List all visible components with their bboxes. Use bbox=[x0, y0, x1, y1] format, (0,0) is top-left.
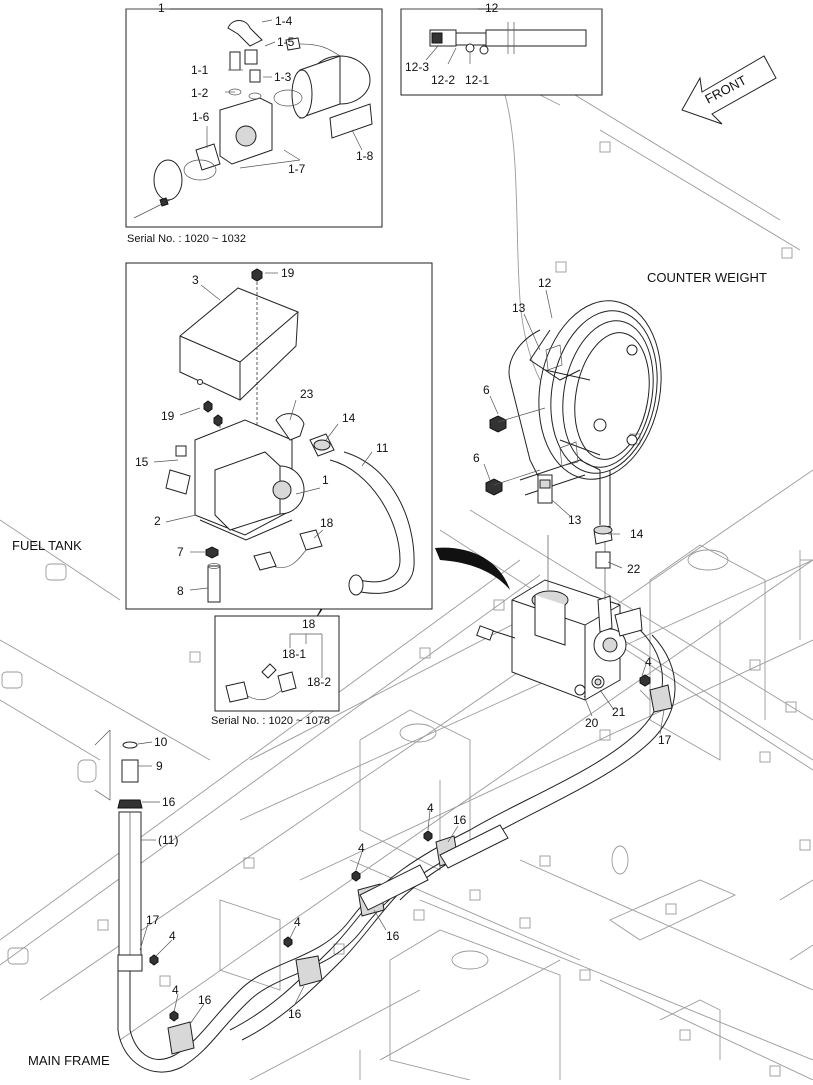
inset-12-label-12-3: 12-3 bbox=[405, 60, 429, 74]
pump-label-18: 18 bbox=[320, 516, 334, 530]
inset-1-label-1-8: 1-8 bbox=[356, 149, 374, 163]
main-label-4-c: 4 bbox=[294, 915, 301, 929]
main-label-11-ref: (11) bbox=[158, 833, 178, 847]
main-label-14: 14 bbox=[630, 527, 644, 541]
main-label-4-b: 4 bbox=[358, 841, 365, 855]
main-label-20: 20 bbox=[585, 716, 599, 730]
main-label-6-lower: 6 bbox=[473, 451, 480, 465]
inset-18-title: 18 bbox=[302, 617, 316, 631]
background-structure bbox=[0, 84, 813, 1081]
main-label-16-b: 16 bbox=[386, 929, 400, 943]
inset-1-label-1-5: 1-5 bbox=[277, 35, 295, 49]
pump-label-15: 15 bbox=[135, 455, 149, 469]
pump-label-23: 23 bbox=[300, 387, 314, 401]
pump-label-1: 1 bbox=[322, 473, 329, 487]
inset-1-label-1-3: 1-3 bbox=[274, 70, 292, 84]
pump-label-2: 2 bbox=[154, 514, 161, 528]
inset-1-title: 1 bbox=[158, 1, 165, 15]
main-label-13-upper: 13 bbox=[512, 301, 526, 315]
inset-1-serial: Serial No. : 1020 ~ 1032 bbox=[127, 233, 246, 245]
bolt-6-lower bbox=[485, 469, 541, 496]
front-label: FRONT bbox=[702, 72, 749, 106]
inset-12-label-12-1: 12-1 bbox=[465, 73, 489, 87]
main-label-16-a: 16 bbox=[453, 813, 467, 827]
pump-label-14: 14 bbox=[342, 411, 356, 425]
main-label-16-c: 16 bbox=[198, 993, 212, 1007]
fitting-22 bbox=[595, 551, 611, 569]
inset-1-label-1-4: 1-4 bbox=[275, 14, 293, 28]
main-view-callouts: 12 13 6 6 13 14 22 4 20 21 17 10 9 16 (1… bbox=[137, 276, 672, 1025]
pump-label-19-top: 19 bbox=[281, 266, 295, 280]
inset-1-label-1-2: 1-2 bbox=[191, 86, 209, 100]
fuel-pump-assembly bbox=[476, 535, 651, 701]
inset-12-label-12-2: 12-2 bbox=[431, 73, 455, 87]
main-label-21: 21 bbox=[612, 705, 626, 719]
main-label-4-e: 4 bbox=[172, 983, 179, 997]
main-frame-caption: MAIN FRAME bbox=[28, 1053, 110, 1068]
fitting-14 bbox=[593, 525, 613, 545]
main-label-9: 9 bbox=[156, 759, 163, 773]
main-label-16-top: 16 bbox=[162, 795, 176, 809]
main-label-10: 10 bbox=[154, 735, 168, 749]
inset-1-label-1-6: 1-6 bbox=[192, 110, 210, 124]
main-label-12: 12 bbox=[538, 276, 552, 290]
bolt-6-upper bbox=[489, 407, 546, 433]
main-label-17-left: 17 bbox=[146, 913, 160, 927]
inset-1-box: 1 1-4 1-5 1-1 bbox=[125, 1, 383, 245]
pump-label-19-left: 19 bbox=[161, 409, 175, 423]
inset-12-box: 12 12-3 12-2 12-1 bbox=[400, 1, 603, 96]
inset-1-label-1-7: 1-7 bbox=[288, 162, 306, 176]
main-label-17-right: 17 bbox=[658, 733, 672, 747]
pump-label-3: 3 bbox=[192, 273, 199, 287]
main-label-16-d: 16 bbox=[288, 1007, 302, 1021]
main-label-22: 22 bbox=[627, 562, 641, 576]
inset-12-title: 12 bbox=[485, 1, 499, 15]
front-arrow-icon: FRONT bbox=[681, 55, 777, 125]
main-label-4-pump: 4 bbox=[645, 655, 652, 669]
inset-18-serial: Serial No. : 1020 ~ 1078 bbox=[211, 715, 330, 727]
main-label-13-lower: 13 bbox=[568, 513, 582, 527]
inset-1-label-1-1: 1-1 bbox=[191, 63, 209, 77]
inset-18-box: 18 18-1 18-2 Serial No. : 1020 ~ 1078 bbox=[211, 615, 340, 727]
cooling-coil bbox=[508, 300, 662, 525]
pump-label-11: 11 bbox=[376, 441, 389, 455]
inset-18-label-18-1: 18-1 bbox=[282, 647, 306, 661]
inset-pump-box: 3 19 19 23 14 11 15 1 2 18 7 8 bbox=[125, 262, 433, 610]
counter-weight-caption: COUNTER WEIGHT bbox=[647, 270, 767, 285]
pump-label-7: 7 bbox=[177, 545, 184, 559]
main-label-4-a: 4 bbox=[427, 801, 434, 815]
pump-label-8: 8 bbox=[177, 584, 184, 598]
hose-routing bbox=[94, 629, 676, 1073]
inset-18-label-18-2: 18-2 bbox=[307, 675, 331, 689]
main-label-4-d: 4 bbox=[169, 929, 176, 943]
fuel-tank-caption: FUEL TANK bbox=[12, 538, 82, 553]
main-label-6-upper: 6 bbox=[483, 383, 490, 397]
